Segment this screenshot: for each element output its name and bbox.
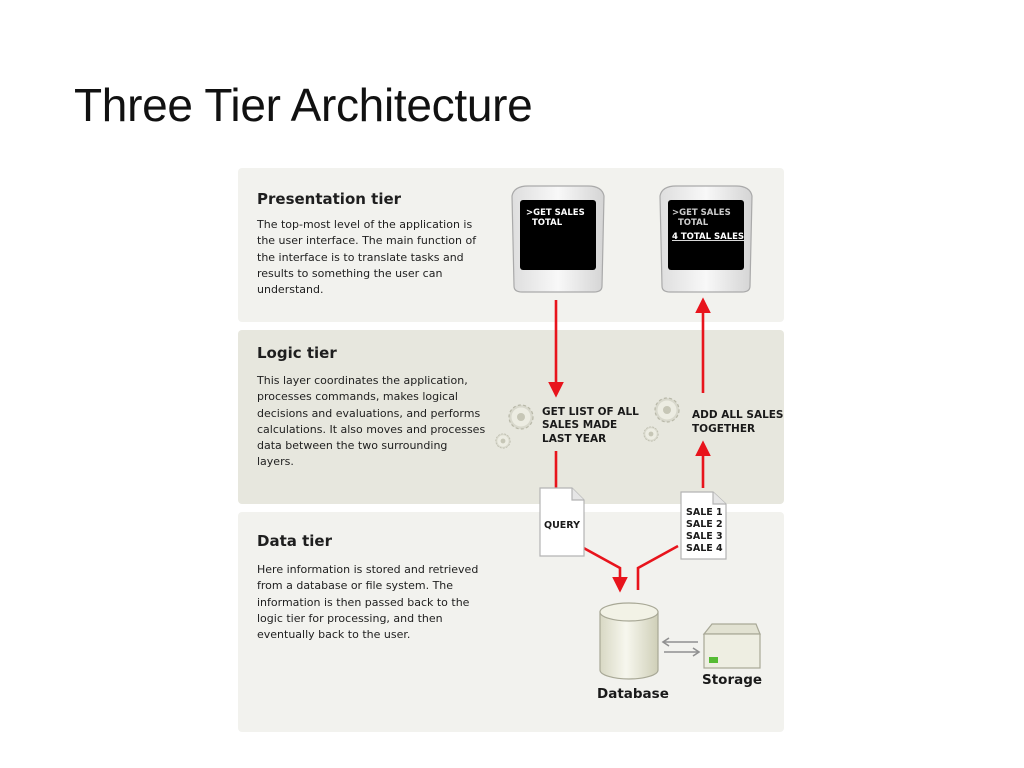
right-screen-line1: >GET SALES bbox=[672, 208, 731, 218]
sale-item-1: SALE 1 bbox=[686, 507, 723, 518]
presentation-tier-heading: Presentation tier bbox=[257, 190, 402, 208]
logic-step-right-line1: ADD ALL SALES bbox=[692, 409, 784, 421]
database-icon bbox=[599, 602, 659, 680]
sale-item-2: SALE 2 bbox=[686, 519, 723, 530]
arrow-database-to-sales bbox=[636, 544, 679, 590]
database-label: Database bbox=[597, 686, 669, 702]
logic-step-right-line2: TOGETHER bbox=[692, 423, 755, 435]
query-label: QUERY bbox=[544, 520, 580, 531]
right-monitor-icon: >GET SALES TOTAL 4 TOTAL SALES bbox=[659, 185, 753, 293]
left-screen-line1: >GET SALES bbox=[526, 208, 585, 218]
logic-tier-description: This layer coordinates the application, … bbox=[257, 374, 486, 469]
sales-document-icon: SALE 1 SALE 2 SALE 3 SALE 4 bbox=[680, 491, 727, 560]
logic-tier-heading: Logic tier bbox=[257, 344, 337, 362]
sale-item-4: SALE 4 bbox=[686, 543, 723, 554]
data-tier-panel: Data tier Here information is stored and… bbox=[238, 512, 784, 732]
right-screen-result: 4 TOTAL SALES bbox=[672, 232, 744, 242]
query-document-icon: QUERY bbox=[539, 487, 585, 557]
database-storage-arrows bbox=[661, 637, 701, 657]
logic-step-left-line2: SALES MADE bbox=[542, 419, 617, 431]
left-gears-icon bbox=[495, 404, 534, 449]
right-screen-line2: TOTAL bbox=[678, 218, 709, 228]
data-tier-heading: Data tier bbox=[257, 532, 332, 550]
three-tier-diagram: Presentation tier The top-most level of … bbox=[238, 168, 784, 732]
presentation-tier-description: The top-most level of the application is… bbox=[257, 218, 477, 297]
data-tier-description: Here information is stored and retrieved… bbox=[257, 563, 479, 642]
left-monitor-icon: >GET SALES TOTAL bbox=[511, 185, 605, 293]
storage-icon bbox=[702, 623, 761, 669]
arrow-query-to-database bbox=[579, 544, 628, 593]
logic-step-left-line1: GET LIST OF ALL bbox=[542, 406, 639, 418]
left-screen-line2: TOTAL bbox=[532, 218, 563, 228]
slide-title: Three Tier Architecture bbox=[74, 79, 533, 131]
diagram-graphics: >GET SALES TOTAL >GET SALES TOTAL 4 TOTA… bbox=[495, 185, 784, 702]
logic-step-left-line3: LAST YEAR bbox=[542, 433, 606, 445]
storage-label: Storage bbox=[702, 672, 762, 688]
sale-item-3: SALE 3 bbox=[686, 531, 723, 542]
right-gears-icon bbox=[643, 397, 680, 442]
